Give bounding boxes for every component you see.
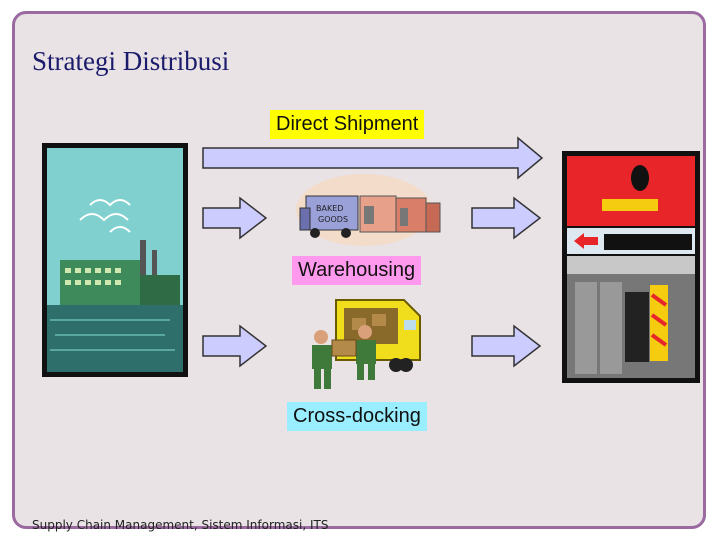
warehouse-illustration: BAKED GOODS bbox=[296, 174, 441, 246]
crossdock-illustration bbox=[312, 299, 421, 389]
factory-illustration bbox=[42, 143, 188, 377]
direct-shipment-arrow bbox=[202, 136, 544, 180]
direct-shipment-label: Direct Shipment bbox=[270, 110, 425, 139]
warehousing-label: Warehousing bbox=[292, 256, 422, 285]
cross-docking-label: Cross-docking bbox=[287, 402, 427, 431]
crossdock-outbound-arrow bbox=[471, 324, 542, 368]
truck-sign-line1: BAKED bbox=[316, 204, 343, 213]
slide-title: Strategi Distribusi bbox=[32, 46, 230, 76]
warehouse-outbound-arrow bbox=[471, 196, 542, 240]
store-illustration bbox=[562, 151, 700, 383]
warehouse-inbound-arrow bbox=[202, 196, 268, 240]
truck-sign-line2: GOODS bbox=[318, 215, 348, 224]
slide-footer: Supply Chain Management, Sistem Informas… bbox=[32, 518, 329, 532]
crossdock-inbound-arrow bbox=[202, 324, 268, 368]
